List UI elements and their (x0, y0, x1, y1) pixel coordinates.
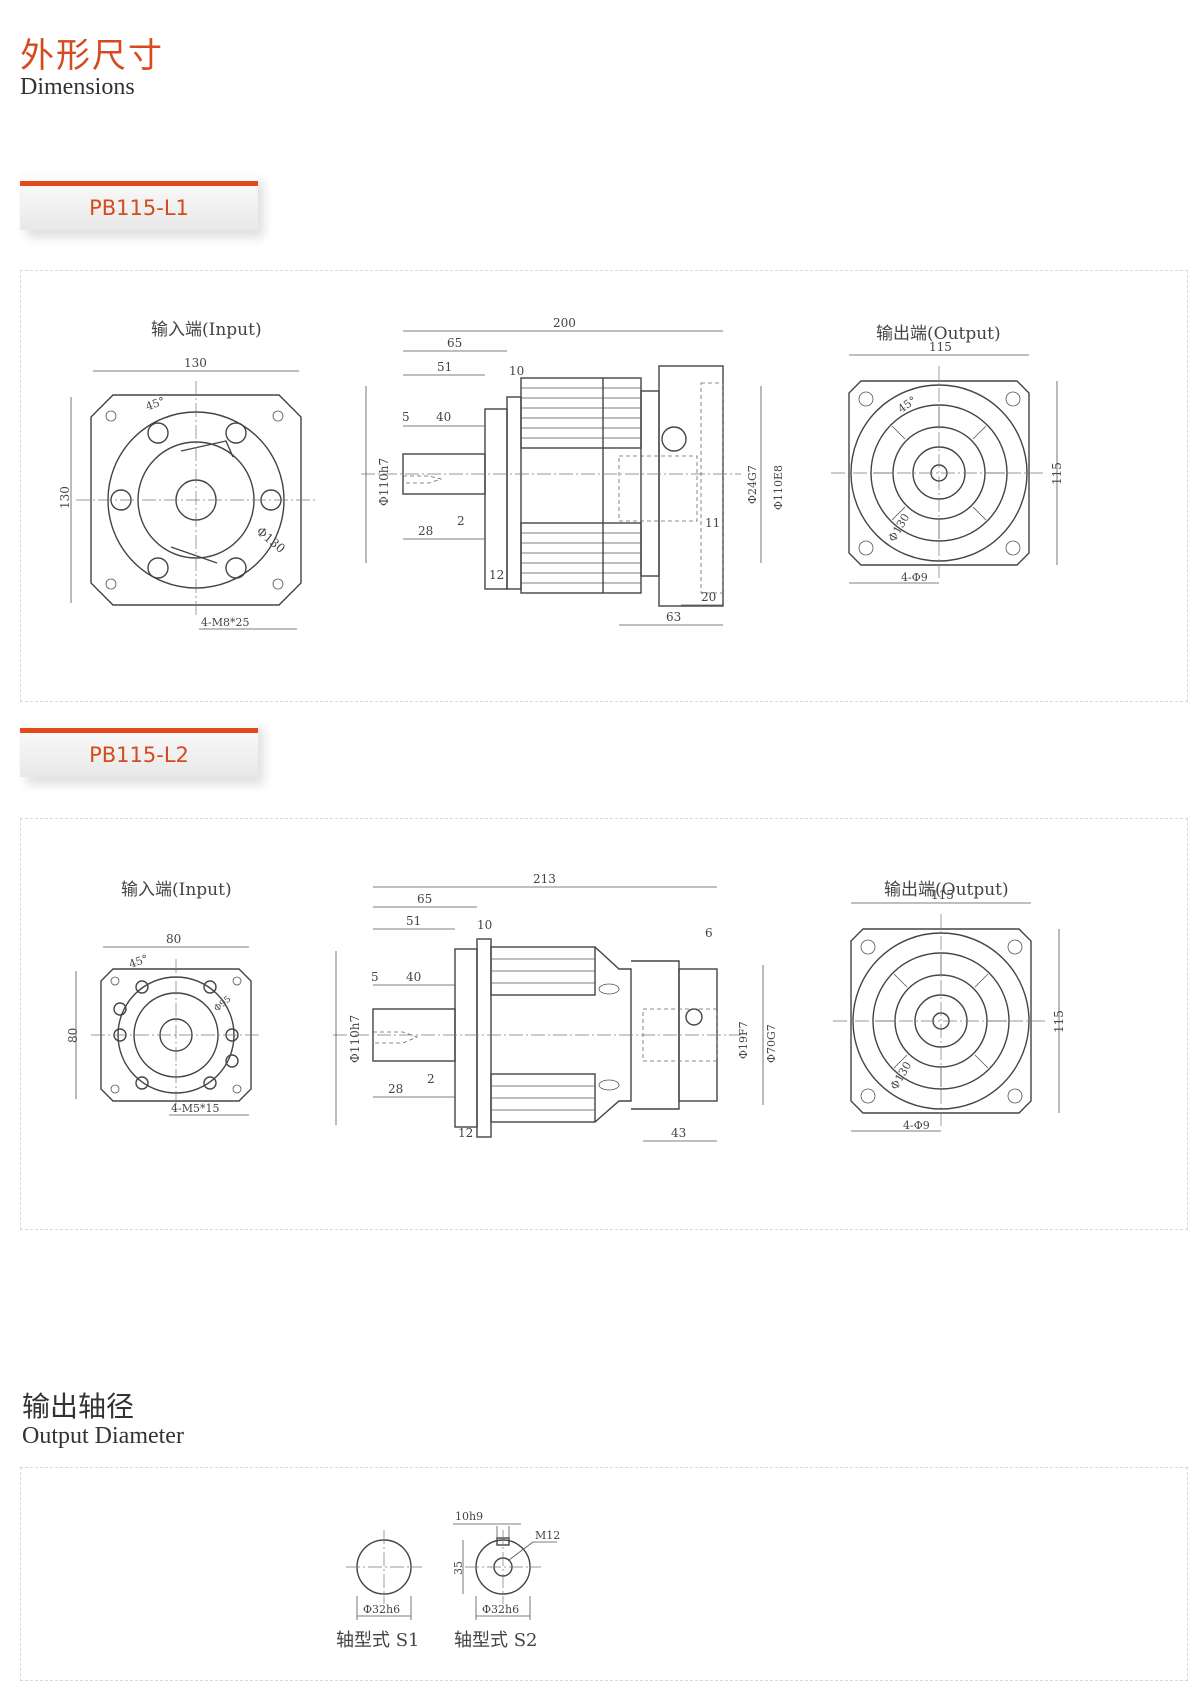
side-view: 200 65 51 10 5 40 28 2 Φ110h7 12 11 Φ24G… (361, 316, 785, 626)
output-label: 输出端(Output) (884, 880, 1009, 900)
s2-depth: 35 (452, 1561, 465, 1575)
page-title-en: Dimensions (20, 74, 135, 100)
dim-width: 80 (166, 932, 181, 946)
dim-28: 28 (418, 524, 433, 538)
dim-pilot: Φ70G7 (765, 1024, 778, 1063)
dim-bore: Φ19F7 (737, 1021, 750, 1059)
shaft-s1: Φ32h6 轴型式 S1 (336, 1530, 422, 1651)
section-title-en: Output Diameter (22, 1423, 184, 1449)
drawing-panel-2: 输入端(Input) 80 80 45° Φ95 4-M5*15 (20, 818, 1188, 1230)
dim-2: 2 (457, 514, 465, 528)
drawing-svg-1: 输入端(Input) 130 130 45° Φ130 4-M8*25 (58, 316, 1064, 630)
dim-bore: Φ24G7 (746, 465, 759, 504)
dim-28: 28 (388, 1082, 403, 1096)
shaft-svg: Φ32h6 轴型式 S1 10h9 M12 35 Φ32h6 轴型式 S2 (336, 1510, 560, 1651)
dim-51: 51 (437, 360, 452, 374)
dim-pilot: Φ110E8 (772, 465, 785, 510)
output-view: 输出端(Output) 115 115 Φ130 4-Φ9 (833, 880, 1066, 1132)
dim-2: 2 (427, 1072, 435, 1086)
model-tab-2[interactable]: PB115-L2 (20, 719, 258, 777)
input-label: 输入端(Input) (121, 880, 232, 900)
drawing-svg-2: 输入端(Input) 80 80 45° Φ95 4-M5*15 (66, 872, 1066, 1142)
section-title-cn: 输出轴径 (22, 1390, 135, 1423)
dim-43: 43 (671, 1126, 686, 1140)
dim-65: 65 (447, 336, 462, 350)
dim-width: 115 (931, 888, 954, 902)
dim-pcd: Φ95 (212, 994, 233, 1014)
dim-total: 213 (533, 872, 556, 886)
s2-thread: M12 (535, 1529, 560, 1542)
dim-holes: 4-Φ9 (901, 571, 928, 584)
dim-height: 115 (1052, 1010, 1066, 1033)
dim-holes: 4-Φ9 (903, 1119, 930, 1132)
shaft-panel: Φ32h6 轴型式 S1 10h9 M12 35 Φ32h6 轴型式 S2 (20, 1467, 1188, 1681)
dim-in-dia: Φ110h7 (377, 458, 391, 506)
input-label: 输入端(Input) (151, 320, 262, 340)
output-label: 输出端(Output) (876, 324, 1001, 344)
shaft-s2: 10h9 M12 35 Φ32h6 轴型式 S2 (452, 1510, 560, 1651)
dim-pcd: Φ130 (888, 1059, 914, 1091)
dim-5: 5 (371, 970, 379, 984)
dim-5: 5 (402, 410, 410, 424)
model-tab-1[interactable]: PB115-L1 (20, 172, 258, 230)
tab-accent-bar (20, 181, 258, 186)
dim-pcd: Φ130 (886, 511, 912, 543)
dim-6: 6 (705, 926, 713, 940)
dim-51: 51 (406, 914, 421, 928)
dim-40: 40 (436, 410, 451, 424)
dim-20: 20 (701, 590, 716, 604)
input-view: 输入端(Input) 80 80 45° Φ95 4-M5*15 (66, 880, 261, 1116)
s1-caption: 轴型式 S1 (336, 1630, 420, 1651)
input-view: 输入端(Input) 130 130 45° Φ130 4-M8*25 (58, 320, 316, 630)
dim-12: 12 (489, 568, 504, 582)
dim-in-dia: Φ110h7 (348, 1015, 362, 1063)
model-name: PB115-L1 (89, 196, 189, 220)
dim-width: 130 (184, 356, 207, 370)
dim-11: 11 (705, 516, 720, 530)
dim-height: 130 (58, 486, 72, 509)
s2-caption: 轴型式 S2 (454, 1630, 538, 1651)
dim-10: 10 (477, 918, 492, 932)
dim-63: 63 (666, 610, 681, 624)
s1-dia: Φ32h6 (363, 1603, 400, 1616)
dim-40: 40 (406, 970, 421, 984)
tab-accent-bar (20, 728, 258, 733)
s2-dia: Φ32h6 (482, 1603, 519, 1616)
dim-bolts: 4-M8*25 (201, 616, 249, 629)
dim-height: 115 (1050, 462, 1064, 485)
s2-key: 10h9 (455, 1510, 483, 1523)
dim-pcd: Φ130 (254, 524, 288, 556)
dim-65: 65 (417, 892, 432, 906)
side-view: 213 65 51 10 6 5 40 28 2 Φ110h7 12 Φ19F7… (333, 872, 778, 1142)
dim-bolts: 4-M5*15 (171, 1102, 219, 1115)
dim-angle: 45° (144, 394, 167, 413)
dim-12: 12 (458, 1126, 473, 1140)
output-view: 输出端(Output) 115 115 45° Φ130 4-Φ9 (831, 324, 1064, 584)
dim-10: 10 (509, 364, 524, 378)
model-name: PB115-L2 (89, 743, 189, 767)
page-title-cn: 外形尺寸 (20, 36, 164, 76)
dim-height: 80 (66, 1028, 80, 1043)
dim-width: 115 (929, 340, 952, 354)
dim-total: 200 (553, 316, 576, 330)
dim-angle: 45° (127, 952, 150, 971)
dim-angle: 45° (895, 394, 918, 416)
drawing-panel-1: 输入端(Input) 130 130 45° Φ130 4-M8*25 (20, 270, 1188, 702)
